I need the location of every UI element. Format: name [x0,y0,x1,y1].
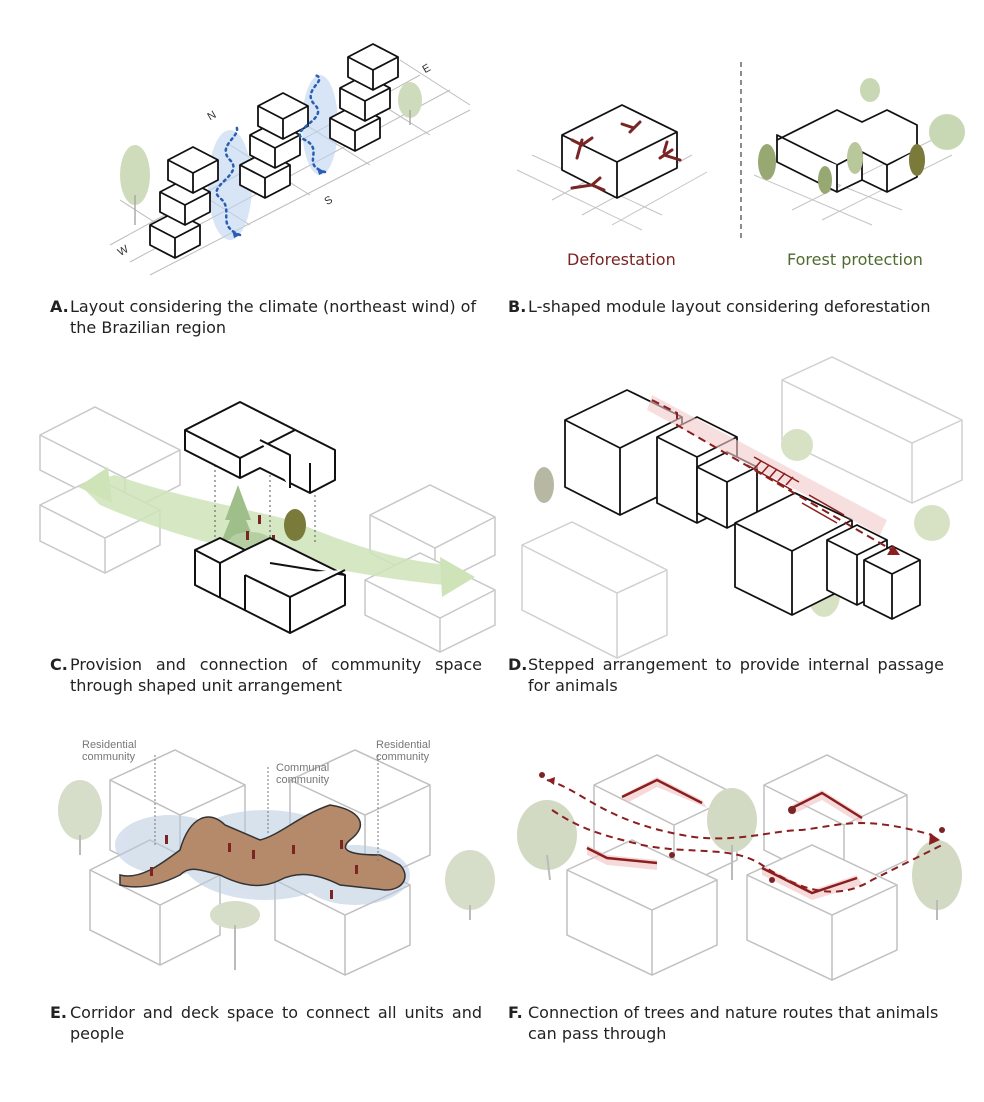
panel-e-people [150,835,358,899]
panel-f-route-arrows [547,777,940,845]
caption-d-text: Stepped arrangement to provide internal … [528,655,944,695]
panel-c-diagram [39,401,496,653]
caption-c: C. Provision and connection of community… [50,654,482,696]
panel-c-arrow-right [440,557,475,597]
panel-e: Residential community Communal community… [0,705,495,1102]
caption-a-letter: A. [50,297,69,316]
panel-d-route-arrow [887,545,900,555]
panel-a-diagram [109,43,471,276]
panel-e-leaders [154,755,379,863]
panel-d-diagram [521,356,963,659]
label-residential-left: Residential community [82,739,137,763]
panel-d-ladders [746,456,845,524]
caption-d-letter: D. [508,655,528,674]
panel-b-right-box [776,109,918,193]
label-forest-protection: Forest protection [787,250,923,269]
caption-f: F. Connection of trees and nature routes… [508,1002,958,1044]
panel-a-tree-right [398,82,422,125]
panel-d-ghost [521,356,963,659]
caption-e: E. Corridor and deck space to connect al… [50,1002,482,1044]
panel-b: Deforestation Forest protection B. L-sha… [492,0,984,345]
caption-e-letter: E. [50,1003,68,1022]
caption-b: B. L-shaped module layout considering de… [508,296,958,317]
caption-e-text: Corridor and deck space to connect all u… [70,1003,482,1043]
panel-c-lower-u [194,537,346,634]
caption-c-letter: C. [50,655,68,674]
caption-c-text: Provision and connection of community sp… [70,655,482,695]
caption-f-letter: F. [508,1003,523,1022]
panel-c-upper-l [184,401,336,494]
panel-b-trees [758,142,925,194]
caption-f-text: Connection of trees and nature routes th… [528,1003,939,1043]
panel-b-stumps [570,120,682,192]
panel-c-trees [222,485,306,548]
panel-c-green-path [80,475,450,585]
caption-b-text: L-shaped module layout considering defor… [528,297,931,316]
panel-a-boxes [149,43,399,259]
caption-d: D. Stepped arrangement to provide intern… [508,654,944,696]
panel-e-trees [58,780,495,970]
caption-a-text: Layout considering the climate (northeas… [70,297,477,337]
panel-d: D. Stepped arrangement to provide intern… [492,345,984,705]
panel-b-bg-trees [860,78,965,150]
panel-a-wind-arrowheads [232,167,325,238]
panel-e-deck [119,804,406,891]
panel-f-routes [546,779,943,893]
panel-f-animals [539,772,945,883]
label-residential-right: Residential community [376,739,431,763]
label-deforestation: Deforestation [567,250,676,269]
panel-b-diagram [516,62,965,242]
panel-a-tree-left [120,145,150,225]
panel-a: N E S W A. Layout considering the climat… [0,0,492,345]
label-communal: Communal community [276,762,330,786]
panel-e-diagram [58,749,495,976]
panel-a-wind-paths [215,73,327,237]
panel-f: F. Connection of trees and nature routes… [492,705,984,1102]
panel-f-diagram [517,754,962,981]
panel-a-wind-glow [208,75,338,240]
panel-d-route [651,399,893,551]
panel-c-arrow-left [78,467,112,503]
caption-a: A. Layout considering the climate (north… [50,296,480,338]
caption-b-letter: B. [508,297,527,316]
panel-c: C. Provision and connection of community… [0,345,496,705]
